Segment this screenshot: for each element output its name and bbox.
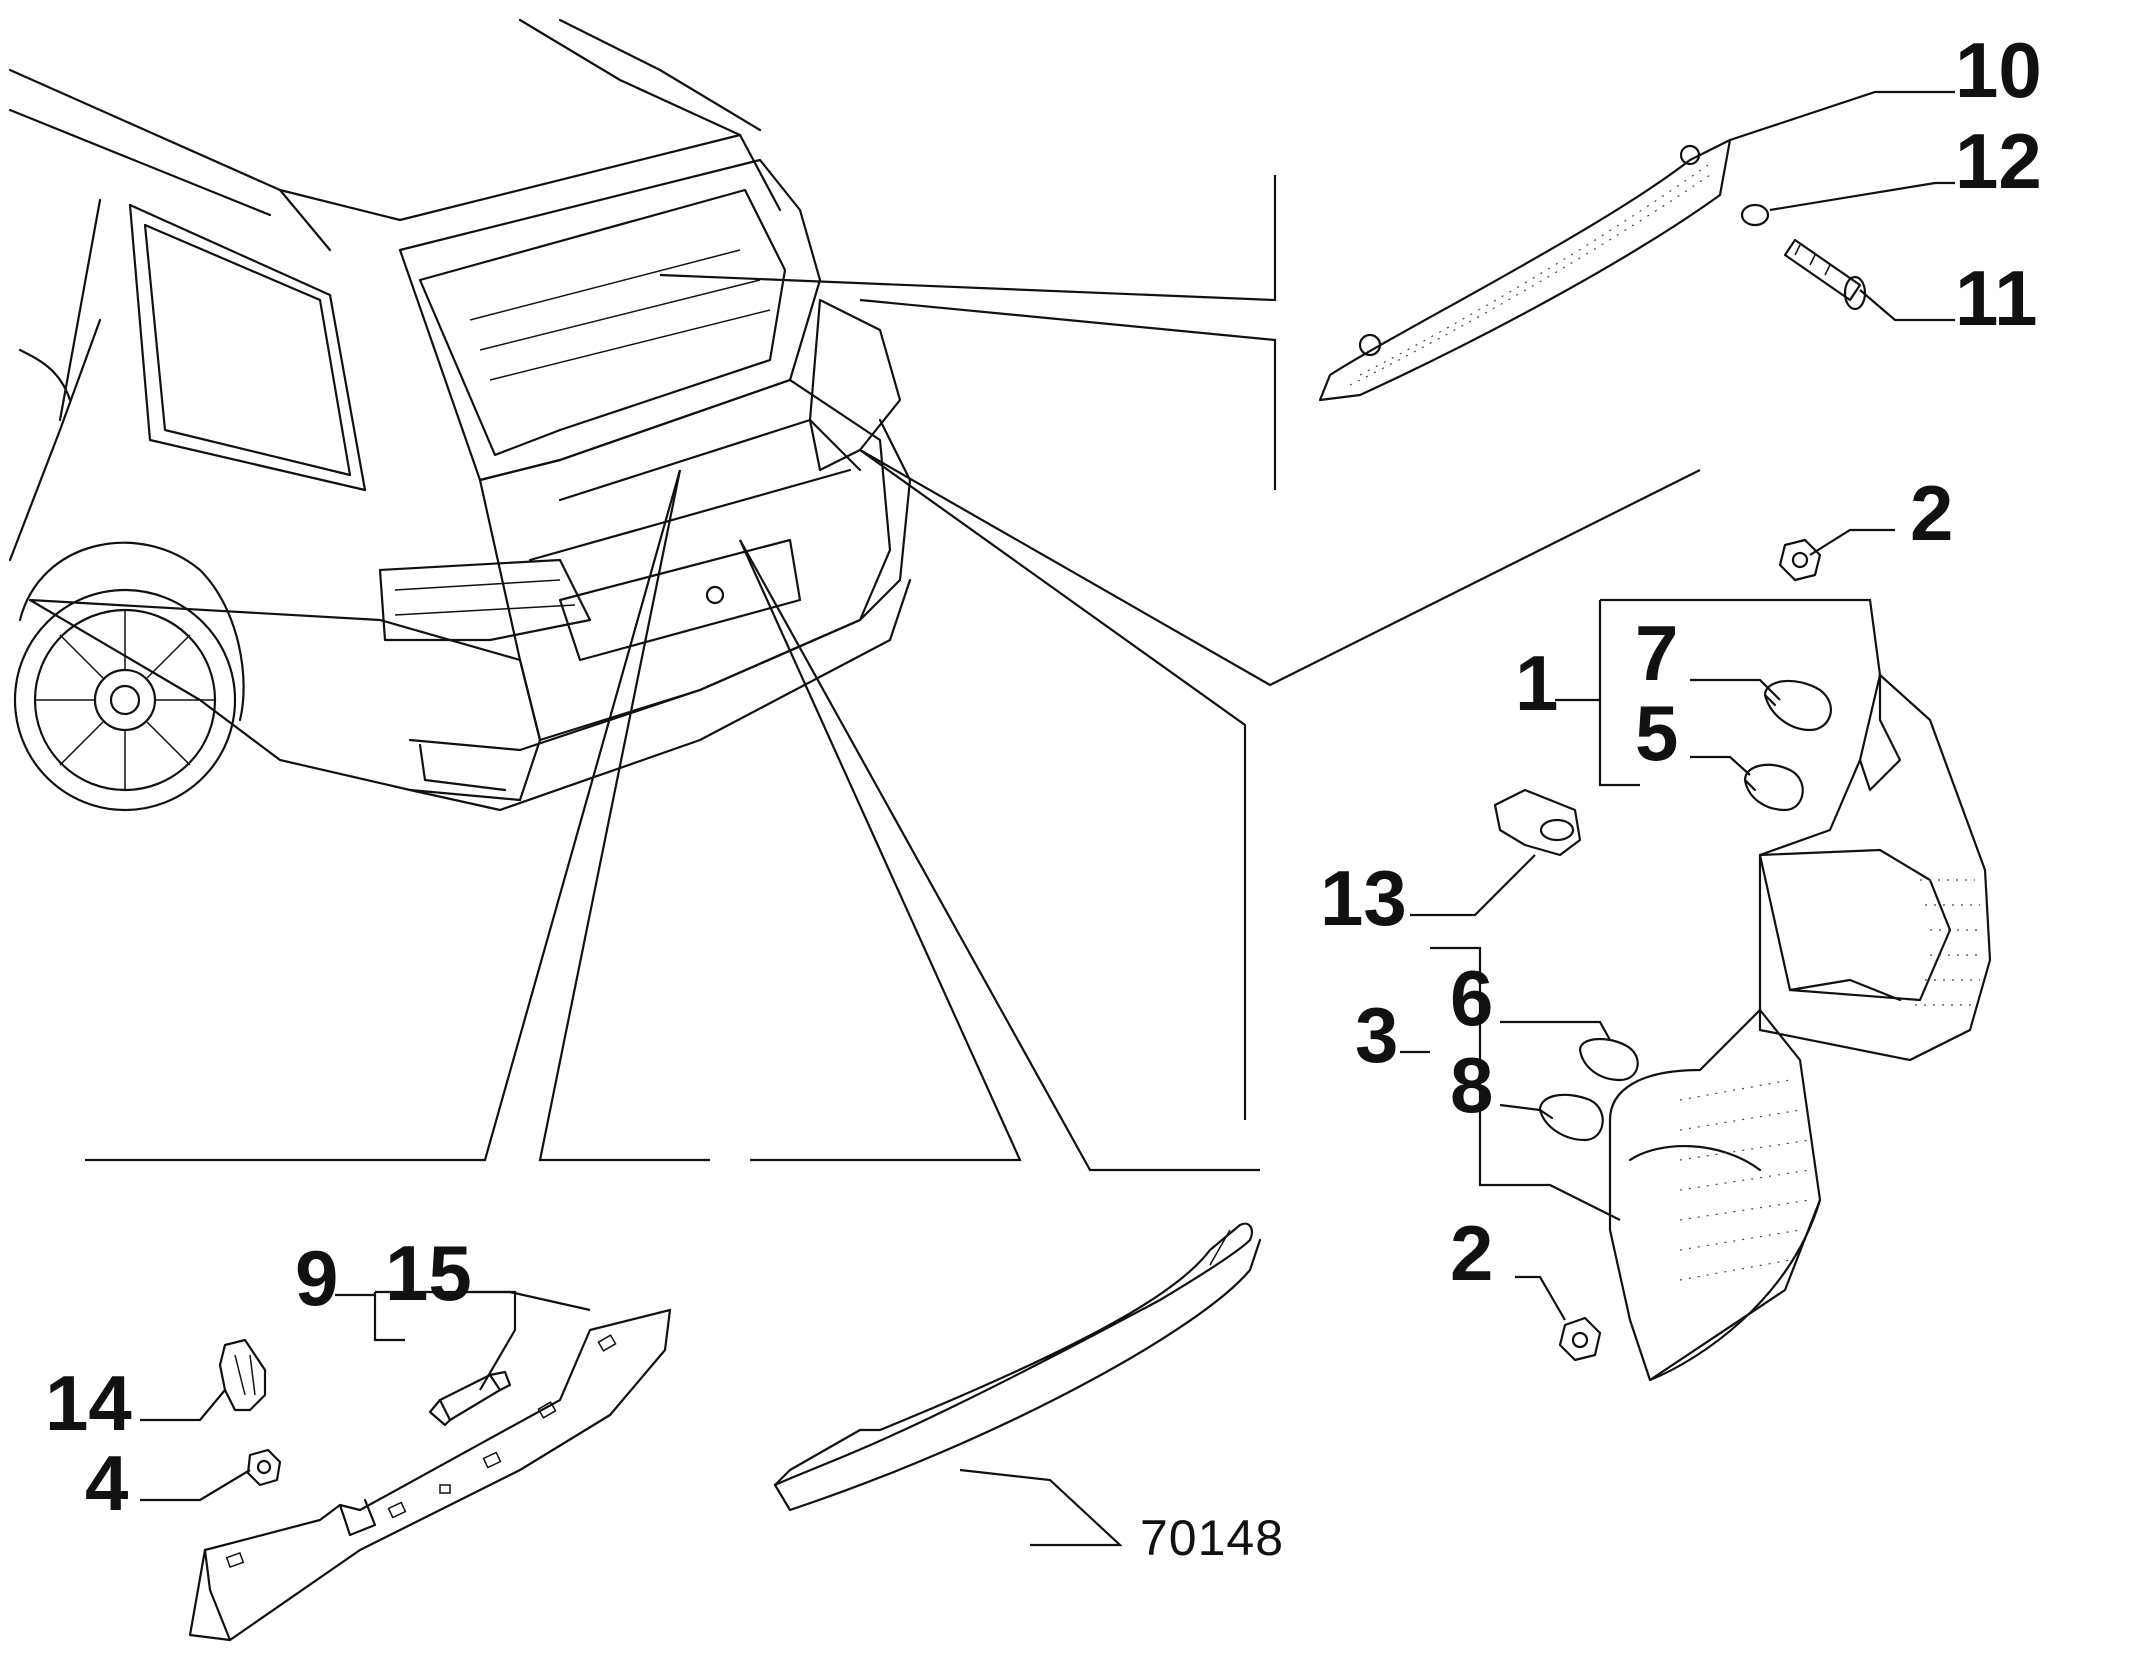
callout-3: 3 [1355, 991, 1398, 1079]
clip [218, 1338, 267, 1412]
outer-tail-light [1758, 673, 1992, 1062]
nut-upper [1778, 538, 1822, 582]
callout-13: 13 [1320, 854, 1407, 942]
reference-code: 70148 [1140, 1510, 1284, 1566]
nut-lower [1558, 1316, 1602, 1362]
callout-10: 10 [1955, 26, 2042, 114]
bulb-8 [1538, 1093, 1604, 1142]
callout-4: 4 [85, 1439, 128, 1527]
third-brake-light [1318, 138, 1732, 402]
festoon-bulb [428, 1370, 512, 1427]
callout-11: 11 [1955, 254, 2037, 342]
callout-1: 1 [1515, 639, 1558, 727]
tailgate-trim [773, 1222, 1262, 1512]
callout-labels: 10 12 11 2 1 7 5 13 3 6 8 2 9 15 14 4 70… [45, 26, 2042, 1566]
callout-6: 6 [1450, 954, 1493, 1042]
car-rear-view [8, 18, 912, 812]
callout-leaders [140, 90, 1955, 1547]
callout-2-upper: 2 [1910, 469, 1953, 557]
bulb-6 [1578, 1037, 1639, 1082]
license-plate-light-assembly [188, 1308, 672, 1642]
callout-12: 12 [1955, 117, 2042, 205]
screw [1783, 238, 1867, 311]
callout-15: 15 [385, 1229, 472, 1317]
washer [1740, 203, 1770, 227]
callout-5: 5 [1635, 689, 1678, 777]
callout-9: 9 [295, 1234, 338, 1322]
callout-8: 8 [1450, 1041, 1493, 1129]
projection-lines [85, 175, 1701, 1172]
callout-2-lower: 2 [1450, 1209, 1493, 1297]
bulb-7 [1763, 679, 1832, 732]
small-nut [246, 1448, 282, 1487]
bulb-5 [1743, 763, 1804, 812]
inner-tail-light [1608, 1008, 1822, 1382]
bulb-socket [1493, 788, 1582, 857]
callout-7: 7 [1635, 609, 1678, 697]
callout-14: 14 [45, 1359, 132, 1447]
